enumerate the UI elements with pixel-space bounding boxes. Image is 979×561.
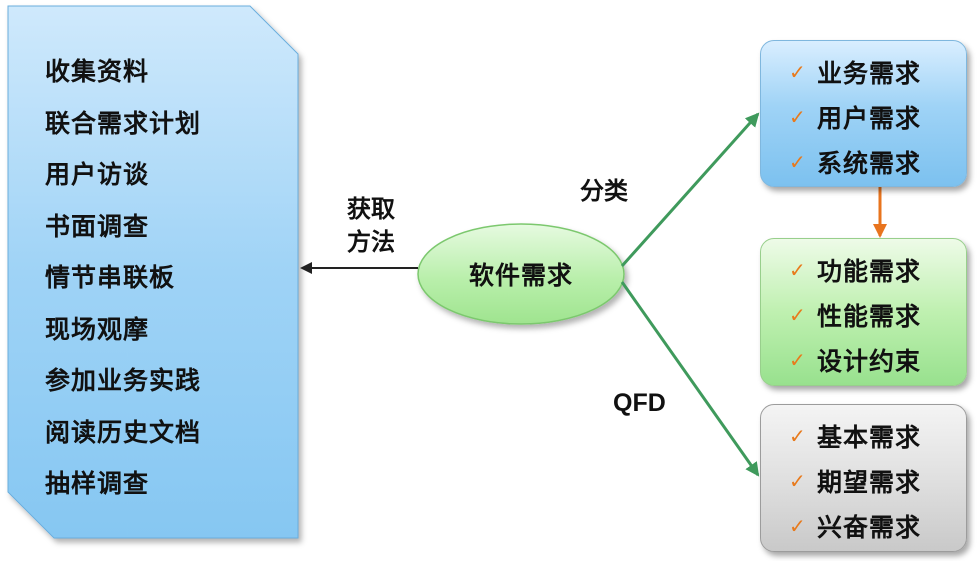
box-item: ✓ 性能需求 [789,292,966,337]
method-item: 情节串联板 [45,263,176,292]
box-item-label: 功能需求 [817,256,922,286]
method-item: 联合需求计划 [45,108,202,138]
classify-label: 分类 [580,177,628,205]
box-item-label: 业务需求 [817,58,922,88]
check-mark-icon: ✓ [789,302,807,327]
check-mark-icon: ✓ [789,423,807,448]
qfd-arrow [620,281,760,477]
method-item: 书面调查 [45,211,150,241]
box-item-label: 用户需求 [817,103,922,133]
box-item: ✓ 基本需求 [789,413,966,458]
box-item: ✓ 业务需求 [789,49,966,94]
box-item-label: 性能需求 [817,301,922,331]
check-mark-icon: ✓ [789,104,807,129]
method-item: 阅读历史文档 [45,417,202,447]
box-item: ✓ 期望需求 [789,458,966,503]
check-mark-icon: ✓ [789,149,807,174]
methods-panel [7,5,299,539]
method-item: 现场观摩 [45,314,150,344]
method-item: 抽样调查 [45,469,150,498]
check-mark-icon: ✓ [789,59,807,84]
check-mark-icon: ✓ [789,347,807,372]
box-item: ✓ 兴奋需求 [789,503,966,548]
qfd-label: QFD [613,389,666,417]
box-item: ✓ 系统需求 [789,139,966,184]
box-item: ✓ 用户需求 [789,94,966,139]
box-item-label: 基本需求 [817,422,922,452]
acquire-label-line1: 获取 [347,195,395,223]
center-ellipse [417,223,625,325]
center-label: 软件需求 [468,261,573,290]
check-mark-icon: ✓ [789,468,807,493]
methods-list: 收集资料 联合需求计划 用户访谈 书面调查 情节串联板 现场观摩 参加业务实践 … [45,50,201,514]
box-item-label: 期望需求 [817,467,922,497]
classify-arrow [620,112,760,268]
business-requirements-box: ✓ 业务需求 ✓ 用户需求 ✓ 系统需求 [760,40,967,187]
box-item: ✓ 功能需求 [789,247,966,292]
method-item: 用户访谈 [45,160,150,189]
check-mark-icon: ✓ [789,513,807,538]
method-item: 收集资料 [45,57,150,86]
acquire-label-line2: 方法 [347,228,395,256]
qfd-requirements-box: ✓ 基本需求 ✓ 期望需求 ✓ 兴奋需求 [760,404,967,552]
function-requirements-box: ✓ 功能需求 ✓ 性能需求 ✓ 设计约束 [760,238,967,386]
acquire-method-label: 获取 方法 [338,193,404,259]
check-mark-icon: ✓ [789,257,807,282]
box-item-label: 系统需求 [817,148,922,178]
box-item-label: 设计约束 [817,346,922,376]
box-item: ✓ 设计约束 [789,337,966,382]
method-item: 参加业务实践 [45,366,202,395]
box-item-label: 兴奋需求 [817,512,922,542]
